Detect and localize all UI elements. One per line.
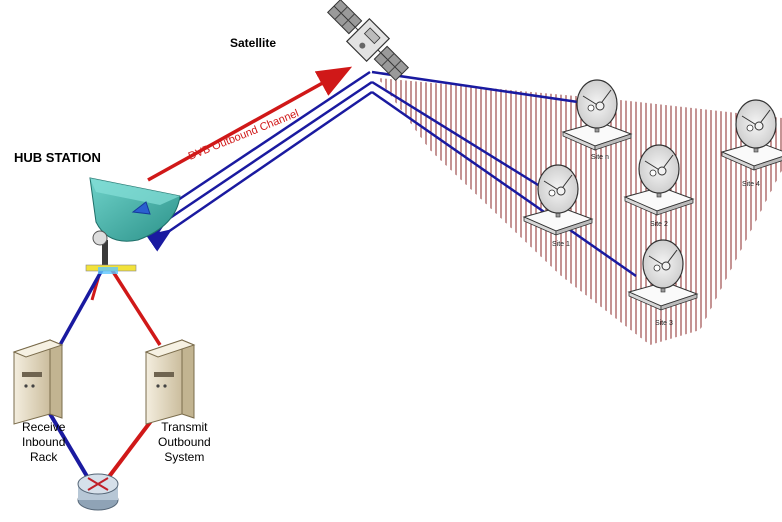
- site-dish-site-1: [522, 164, 594, 236]
- dvb-outbound-label: DVB Outbound Channel: [187, 107, 301, 162]
- site-dish-site-2: [623, 144, 695, 216]
- site-label-3: Site 3: [655, 320, 673, 327]
- receive-rack-line-3: Rack: [30, 450, 58, 464]
- remote-sites: [522, 79, 782, 311]
- site-label-4: Site 4: [742, 181, 760, 188]
- hub-station-label: HUB STATION: [14, 150, 101, 165]
- inbound-link-2: [141, 80, 373, 242]
- receive-rack-line-2: Inbound: [22, 435, 66, 449]
- receive-rack-icon: [12, 339, 64, 425]
- link-to-site-1: [371, 80, 544, 190]
- inbound-link-1: [137, 70, 371, 232]
- hub-antenna-icon: [58, 177, 181, 346]
- receive-rack-label: Receive Inbound Rack: [22, 420, 65, 465]
- transmit-system-line-2: Outbound: [158, 435, 211, 449]
- router-icon: [77, 473, 119, 511]
- site-label-1: Site 1: [552, 241, 570, 248]
- transmit-system-line-3: System: [164, 450, 205, 464]
- site-links: [371, 70, 637, 278]
- transmit-system-line-1: Transmit: [161, 420, 208, 434]
- transmit-system-icon: [144, 339, 196, 425]
- dvb-outbound-arrow: [147, 66, 353, 182]
- transmit-system-label: Transmit Outbound System: [158, 420, 211, 465]
- site-dish-site-n: [561, 79, 633, 151]
- link-to-site-n: [371, 70, 579, 104]
- site-dish-site-3: [627, 239, 699, 311]
- site-label-2: Site 2: [650, 221, 668, 228]
- inbound-link-3: [145, 90, 373, 252]
- receive-rack-line-1: Receive: [22, 420, 66, 434]
- link-to-site-3: [371, 90, 637, 278]
- site-label-n: Site n: [591, 154, 609, 161]
- site-dish-site-4: [720, 99, 782, 171]
- satellite-icon: [326, 0, 410, 82]
- satellite-label: Satellite: [230, 36, 277, 50]
